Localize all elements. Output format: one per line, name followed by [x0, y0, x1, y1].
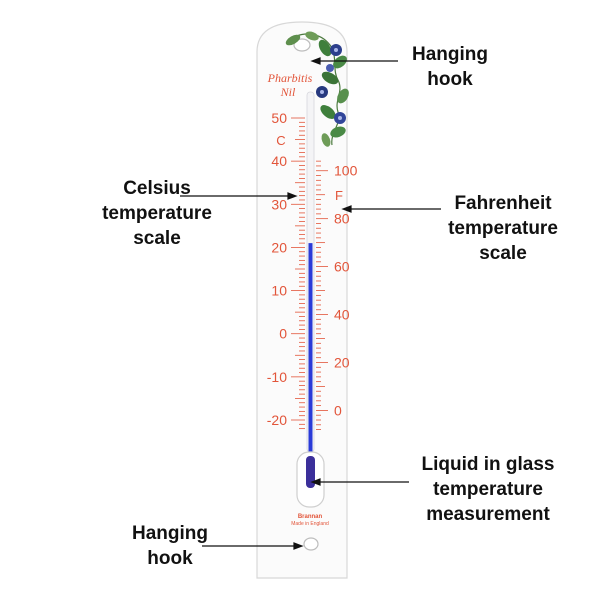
celsius-scale: 50 40 30 20 10 0 -10 -20 [267, 110, 305, 430]
callout-line: temperature [448, 218, 558, 239]
morning-glory-decoration [285, 31, 349, 147]
callout-line: Liquid in glass [421, 454, 555, 475]
callout-line: Hanging [132, 523, 208, 544]
maker-name: Brannan [298, 514, 323, 520]
brand-title: Pharbitis [267, 71, 313, 85]
celsius-unit: C [276, 133, 285, 148]
callout-line: scale [479, 243, 527, 264]
callout-line: Fahrenheit [454, 193, 552, 214]
celsius-tick-label: 30 [271, 196, 287, 212]
callout-celsius-scale: Celsius temperature scale [92, 176, 222, 251]
leader-lines [180, 57, 441, 550]
fahrenheit-scale: 100 80 60 40 20 0 [316, 160, 358, 430]
celsius-tick-label: -10 [267, 369, 287, 385]
brand-title-2: Nil [280, 85, 296, 99]
callout-line: hook [147, 548, 193, 569]
callout-line: Hanging [412, 44, 488, 65]
fahrenheit-unit: F [335, 188, 343, 203]
celsius-tick-label: -20 [267, 412, 287, 428]
callout-line: hook [427, 69, 473, 90]
celsius-tick-label: 10 [271, 283, 287, 299]
callout-line: temperature [102, 203, 212, 224]
callout-liquid-in-glass: Liquid in glass temperature measurement [408, 452, 568, 527]
callout-hanging-hook-bottom: Hanging hook [110, 521, 230, 571]
fahrenheit-tick-label: 20 [334, 354, 350, 370]
top-hanging-hole [293, 38, 311, 52]
callout-fahrenheit-scale: Fahrenheit temperature scale [428, 191, 578, 266]
celsius-tick-label: 20 [271, 239, 287, 255]
fahrenheit-tick-label: 0 [334, 402, 342, 418]
callout-line: Celsius [123, 178, 191, 199]
celsius-tick-label: 0 [279, 326, 287, 342]
thermometer-body [256, 21, 348, 579]
fahrenheit-tick-label: 80 [334, 211, 350, 227]
fahrenheit-tick-label: 100 [334, 163, 358, 179]
celsius-tick-label: 40 [271, 153, 287, 169]
fahrenheit-tick-label: 60 [334, 259, 350, 275]
celsius-tick-label: 50 [271, 110, 287, 126]
made-in-text: Made in England [291, 521, 329, 527]
callout-line: temperature [433, 479, 543, 500]
liquid-column [308, 243, 313, 474]
callout-hanging-hook-top: Hanging hook [395, 42, 505, 92]
bottom-hanging-hole [303, 537, 319, 551]
fahrenheit-tick-label: 40 [334, 307, 350, 323]
callout-line: measurement [426, 504, 550, 525]
bulb [306, 456, 315, 488]
callout-line: scale [133, 228, 181, 249]
